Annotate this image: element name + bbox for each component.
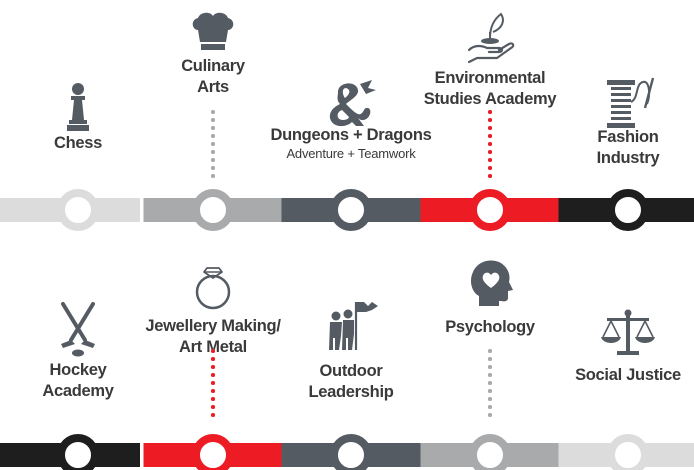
connector-culinary-arts (211, 110, 215, 178)
chef-hat-icon (192, 12, 234, 50)
label-line: Arts (197, 78, 229, 96)
connector-dot (211, 397, 215, 401)
label-line: Hockey (49, 361, 107, 379)
node-social-justice (607, 434, 649, 470)
connector-dot (488, 158, 492, 162)
connector-dot (488, 357, 492, 361)
label-jewellery-making: Jewellery Making/Art Metal (145, 316, 281, 358)
hikers-flag-icon (329, 302, 378, 350)
label-line: Environmental (434, 69, 546, 87)
diamond-ring-icon (195, 267, 231, 310)
connector-dot (488, 381, 492, 385)
connector-dot (488, 397, 492, 401)
connector-dot (211, 357, 215, 361)
connector-dot (211, 166, 215, 170)
connector-dot (488, 110, 492, 114)
hand-plant-icon (467, 12, 515, 64)
label-line: Academy (42, 382, 114, 400)
connector-dot (211, 118, 215, 122)
connector-dot (488, 405, 492, 409)
label-social-justice: Social Justice (575, 365, 681, 386)
label-line: Outdoor (319, 362, 383, 380)
connector-environmental-studies (488, 110, 492, 178)
dragon-ampersand-icon (329, 80, 376, 127)
connector-jewellery-making (211, 349, 215, 420)
thread-spool-needle-icon (607, 77, 655, 128)
connector-dot (488, 142, 492, 146)
connector-dot (211, 142, 215, 146)
connector-dot (488, 389, 492, 393)
connector-dot (211, 174, 215, 178)
label-psychology: Psychology (445, 317, 535, 338)
label-line: Industry (596, 149, 660, 167)
label-line: Studies Academy (423, 90, 557, 108)
connector-dot (211, 405, 215, 409)
label-line: Dungeons + Dragons (270, 126, 432, 144)
connector-dot (488, 373, 492, 377)
connector-dot (211, 365, 215, 369)
connector-dot (488, 174, 492, 178)
node-culinary-arts (192, 189, 234, 231)
node-hockey-academy (57, 434, 99, 470)
label-line: Social Justice (575, 366, 681, 384)
node-chess (57, 189, 99, 231)
connector-dot (211, 373, 215, 377)
connector-dot (488, 166, 492, 170)
connector-dot (488, 118, 492, 122)
chess-pawn-icon (67, 83, 89, 131)
label-line: Jewellery Making/ (145, 317, 281, 335)
node-outdoor-leadership (330, 434, 372, 470)
node-jewellery-making (192, 434, 234, 470)
label-line: Leadership (308, 383, 394, 401)
connector-dot (488, 413, 492, 417)
label-line: Culinary (181, 57, 245, 75)
node-environmental-studies (469, 189, 511, 231)
connector-dot (211, 110, 215, 114)
label-chess: Chess (54, 133, 102, 154)
label-line: Art Metal (179, 338, 247, 356)
connector-dot (488, 150, 492, 154)
label-subtitle: Adventure + Teamwork (286, 146, 416, 161)
connector-dot (488, 134, 492, 138)
head-heart-icon (471, 260, 513, 306)
connector-dot (211, 150, 215, 154)
connector-dot (211, 126, 215, 130)
connector-dot (211, 349, 215, 353)
balance-scale-icon (601, 309, 655, 355)
label-line: Psychology (445, 318, 535, 336)
connector-dot (211, 413, 215, 417)
connector-dot (488, 349, 492, 353)
connector-psychology (488, 349, 492, 420)
label-line: Chess (53, 134, 103, 152)
node-fashion-industry (607, 189, 649, 231)
connector-dot (211, 389, 215, 393)
connector-dot (211, 134, 215, 138)
node-dungeons-dragons (330, 189, 372, 231)
connector-dot (488, 365, 492, 369)
connector-dot (211, 381, 215, 385)
hockey-sticks-icon (61, 302, 95, 357)
node-psychology (469, 434, 511, 470)
label-line: Fashion (597, 128, 659, 146)
connector-dot (488, 126, 492, 130)
connector-dot (211, 158, 215, 162)
